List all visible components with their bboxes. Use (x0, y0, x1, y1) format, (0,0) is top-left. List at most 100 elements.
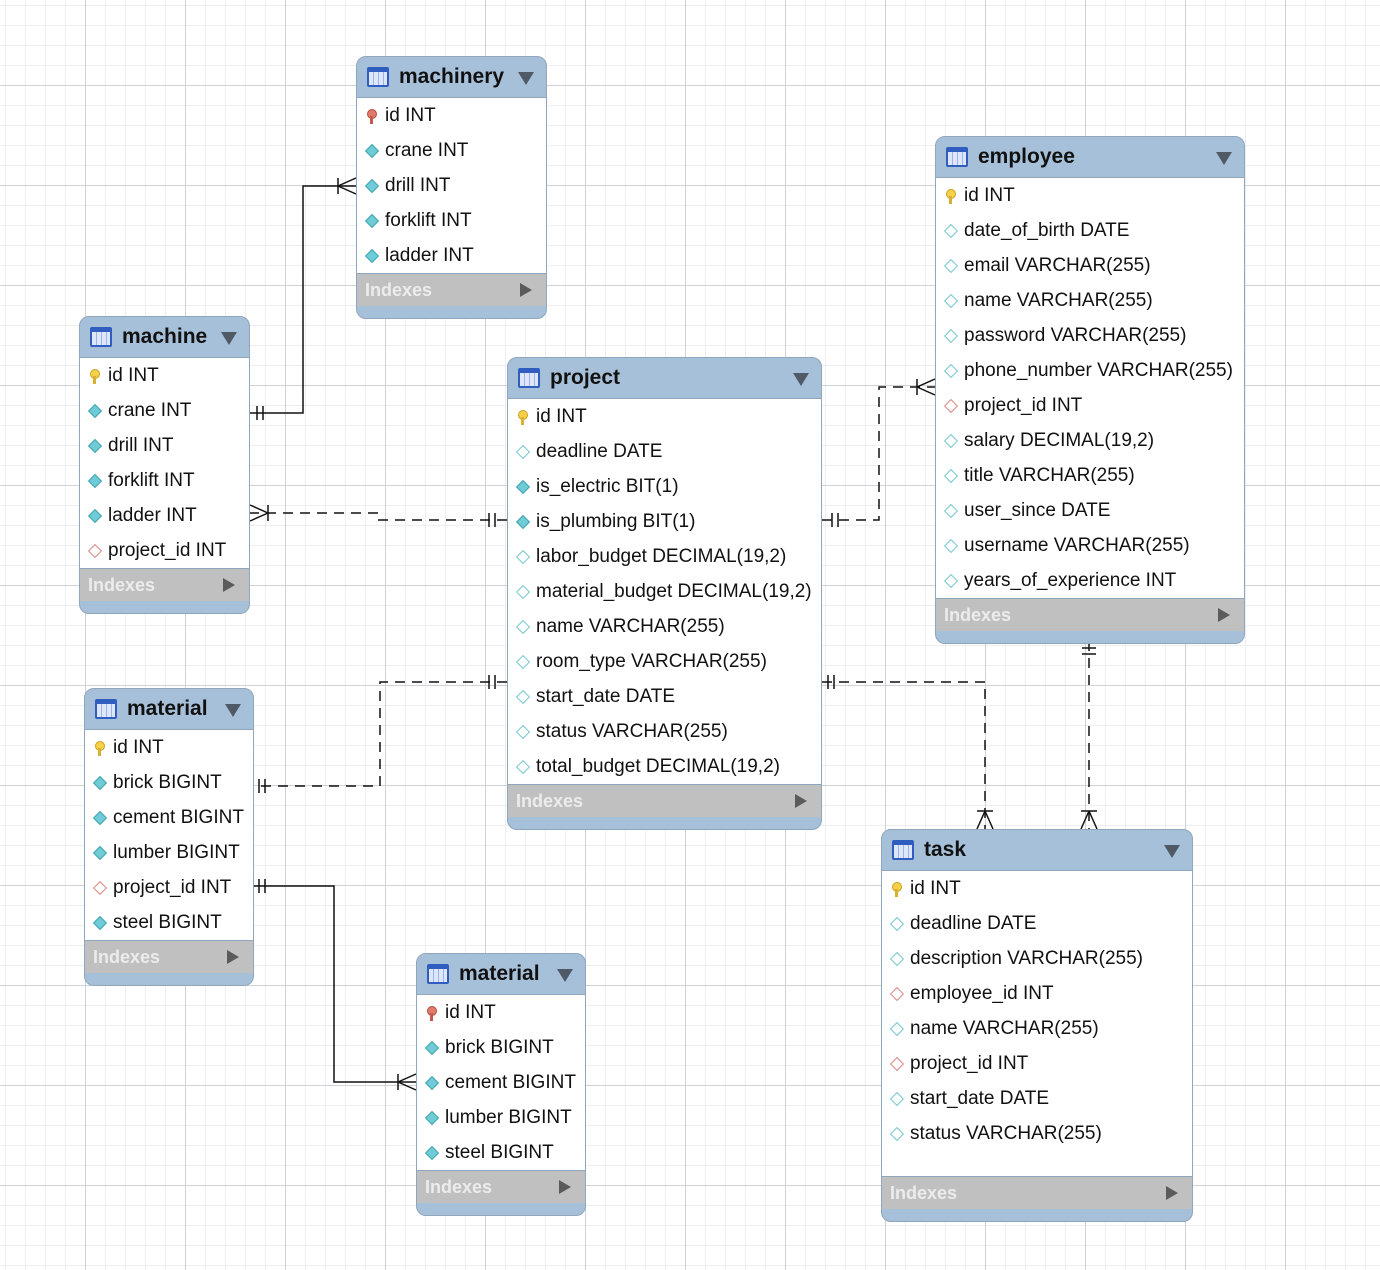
primary-key-icon (93, 740, 105, 756)
column-row[interactable]: is_plumbing BIT(1) (508, 504, 821, 539)
column-row[interactable]: start_date DATE (882, 1081, 1192, 1116)
entity-title: material (459, 962, 540, 985)
column-row[interactable]: status VARCHAR(255) (882, 1116, 1192, 1151)
entity-header[interactable]: machinery (357, 57, 546, 97)
indexes-section[interactable]: Indexes (357, 274, 546, 306)
column-row[interactable]: id INT (85, 730, 253, 765)
column-row[interactable]: date_of_birth DATE (936, 213, 1244, 248)
column-row[interactable]: drill INT (357, 168, 546, 203)
column-row[interactable]: lumber BIGINT (85, 835, 253, 870)
column-row[interactable]: forklift INT (80, 463, 249, 498)
column-row[interactable]: cement BIGINT (85, 800, 253, 835)
column-row[interactable]: room_type VARCHAR(255) (508, 644, 821, 679)
column-row[interactable]: deadline DATE (882, 906, 1192, 941)
collapse-arrow-icon[interactable] (793, 373, 809, 386)
indexes-section[interactable]: Indexes (80, 569, 249, 601)
column-row[interactable]: phone_number VARCHAR(255) (936, 353, 1244, 388)
crows-foot-marker (249, 512, 269, 522)
expand-arrow-icon[interactable] (520, 283, 532, 297)
column-row[interactable]: status VARCHAR(255) (508, 714, 821, 749)
column-row[interactable]: total_budget DECIMAL(19,2) (508, 749, 821, 784)
column-row[interactable]: id INT (417, 995, 585, 1030)
column-row[interactable]: password VARCHAR(255) (936, 318, 1244, 353)
column-row[interactable]: ladder INT (357, 238, 546, 273)
column-row[interactable]: brick BIGINT (417, 1030, 585, 1065)
column-row[interactable]: employee_id INT (882, 976, 1192, 1011)
column-row[interactable]: id INT (508, 399, 821, 434)
column-row[interactable]: cement BIGINT (417, 1065, 585, 1100)
column-row[interactable]: project_id INT (882, 1046, 1192, 1081)
column-row[interactable]: name VARCHAR(255) (936, 283, 1244, 318)
column-row[interactable]: ladder INT (80, 498, 249, 533)
indexes-section[interactable]: Indexes (417, 1171, 585, 1203)
entity-header[interactable]: task (882, 830, 1192, 870)
column-row[interactable]: project_id INT (936, 388, 1244, 423)
collapse-arrow-icon[interactable] (557, 969, 573, 982)
indexes-section[interactable]: Indexes (85, 941, 253, 973)
column-row[interactable]: material_budget DECIMAL(19,2) (508, 574, 821, 609)
entity-header[interactable]: material (417, 954, 585, 994)
column-row[interactable]: brick BIGINT (85, 765, 253, 800)
expand-arrow-icon[interactable] (227, 950, 239, 964)
column-row[interactable]: labor_budget DECIMAL(19,2) (508, 539, 821, 574)
column-row[interactable]: id INT (882, 871, 1192, 906)
collapse-arrow-icon[interactable] (221, 332, 237, 345)
column-text: forklift INT (385, 209, 472, 231)
column-row[interactable]: name VARCHAR(255) (508, 609, 821, 644)
column-row[interactable]: steel BIGINT (85, 905, 253, 940)
column-row[interactable]: title VARCHAR(255) (936, 458, 1244, 493)
column-text: name VARCHAR(255) (964, 289, 1153, 311)
not-null-column-icon (93, 776, 105, 790)
entity-header[interactable]: machine (80, 317, 249, 357)
column-row[interactable]: years_of_experience INT (936, 563, 1244, 598)
collapse-arrow-icon[interactable] (1164, 845, 1180, 858)
column-row[interactable]: forklift INT (357, 203, 546, 238)
column-row[interactable]: id INT (357, 98, 546, 133)
expand-arrow-icon[interactable] (795, 794, 807, 808)
entity-header[interactable]: employee (936, 137, 1244, 177)
column-row[interactable]: lumber BIGINT (417, 1100, 585, 1135)
collapse-arrow-icon[interactable] (518, 72, 534, 85)
relationship-project-employee (822, 386, 935, 521)
column-row[interactable]: crane INT (80, 393, 249, 428)
column-row[interactable]: start_date DATE (508, 679, 821, 714)
column-row[interactable]: email VARCHAR(255) (936, 248, 1244, 283)
column-row[interactable]: project_id INT (85, 870, 253, 905)
collapse-arrow-icon[interactable] (1216, 152, 1232, 165)
column-row[interactable]: is_electric BIT(1) (508, 469, 821, 504)
column-row[interactable]: id INT (936, 178, 1244, 213)
foreign-key-icon (93, 881, 105, 895)
column-row[interactable]: username VARCHAR(255) (936, 528, 1244, 563)
indexes-section[interactable]: Indexes (936, 599, 1244, 631)
column-row[interactable]: drill INT (80, 428, 249, 463)
table-icon (892, 840, 914, 860)
column-text: brick BIGINT (113, 771, 222, 793)
column-row[interactable]: name VARCHAR(255) (882, 1011, 1192, 1046)
nullable-column-icon (516, 725, 528, 739)
column-row[interactable]: id INT (80, 358, 249, 393)
entity-header[interactable]: material (85, 689, 253, 729)
expand-arrow-icon[interactable] (1166, 1186, 1178, 1200)
not-null-column-icon (88, 509, 100, 523)
collapse-arrow-icon[interactable] (225, 704, 241, 717)
column-row[interactable]: user_since DATE (936, 493, 1244, 528)
column-row[interactable]: salary DECIMAL(19,2) (936, 423, 1244, 458)
entity-header[interactable]: project (508, 358, 821, 398)
column-text: title VARCHAR(255) (964, 464, 1135, 486)
column-row[interactable]: crane INT (357, 133, 546, 168)
expand-arrow-icon[interactable] (559, 1180, 571, 1194)
column-row[interactable]: description VARCHAR(255) (882, 941, 1192, 976)
column-text: is_electric BIT(1) (536, 475, 679, 497)
indexes-section[interactable]: Indexes (508, 785, 821, 817)
indexes-section[interactable]: Indexes (882, 1177, 1192, 1209)
expand-arrow-icon[interactable] (1218, 608, 1230, 622)
column-row[interactable]: deadline DATE (508, 434, 821, 469)
not-null-column-icon (425, 1076, 437, 1090)
crows-foot-marker (397, 1073, 417, 1083)
column-row[interactable]: steel BIGINT (417, 1135, 585, 1170)
expand-arrow-icon[interactable] (223, 578, 235, 592)
column-row[interactable]: project_id INT (80, 533, 249, 568)
